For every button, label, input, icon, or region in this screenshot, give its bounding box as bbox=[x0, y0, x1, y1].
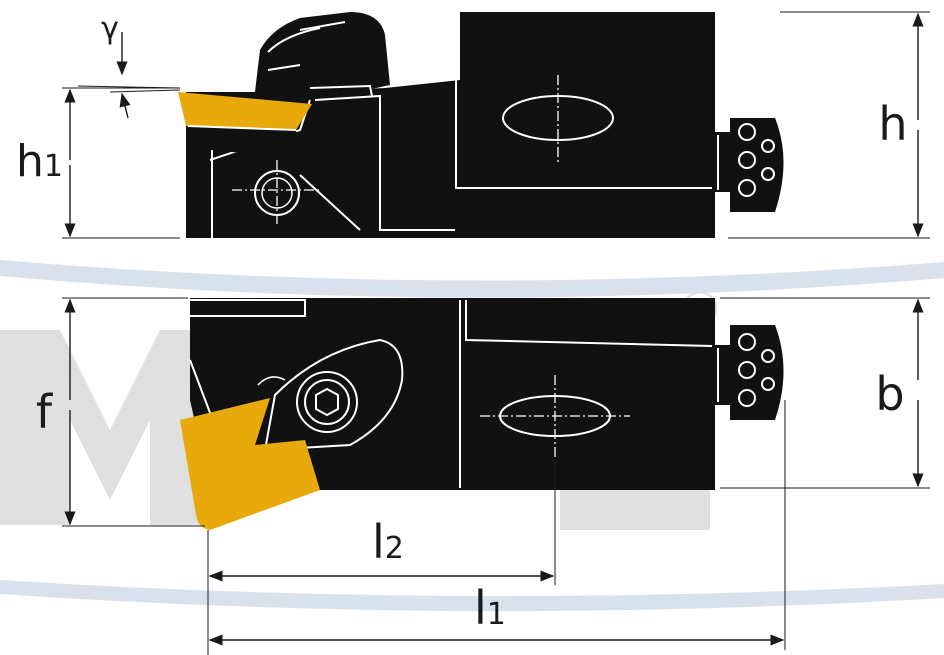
h1-main: h bbox=[16, 136, 44, 187]
top-knob bbox=[730, 325, 784, 420]
dimension-h1: h1 bbox=[16, 87, 180, 239]
side-knob-neck bbox=[712, 132, 732, 192]
dimension-l1: l1 bbox=[208, 400, 786, 650]
side-clamp-head bbox=[255, 12, 390, 100]
f-label: f bbox=[36, 385, 54, 439]
h1-subscript: 1 bbox=[44, 149, 63, 184]
top-knob-neck bbox=[712, 345, 732, 405]
top-body bbox=[190, 298, 715, 525]
top-clamp bbox=[263, 338, 404, 452]
side-knob bbox=[730, 118, 784, 212]
watermark-band-bottom bbox=[0, 580, 944, 612]
dimension-gamma: γ bbox=[77, 11, 181, 119]
l2-subscript: 2 bbox=[385, 531, 404, 566]
side-insert bbox=[178, 92, 312, 130]
dimension-f: f bbox=[36, 297, 205, 527]
dimension-b: b bbox=[720, 297, 930, 489]
side-body bbox=[186, 12, 715, 238]
l2-main: l bbox=[372, 515, 385, 569]
dimension-l2: l2 bbox=[207, 460, 556, 655]
l1-main: l bbox=[474, 581, 487, 635]
h1-label: h1 bbox=[16, 136, 63, 187]
side-view bbox=[178, 12, 784, 238]
watermark-letter-m bbox=[0, 330, 200, 525]
b-label: b bbox=[875, 367, 904, 421]
h-label: h bbox=[878, 97, 907, 151]
dimension-h: h bbox=[728, 11, 930, 239]
watermark-band-top bbox=[0, 260, 944, 298]
top-insert bbox=[180, 398, 320, 530]
l1-subscript: 1 bbox=[487, 597, 506, 632]
top-view bbox=[180, 298, 784, 530]
gamma-label: γ bbox=[101, 11, 119, 46]
top-clamp-screw bbox=[296, 371, 358, 433]
l1-label: l1 bbox=[474, 581, 506, 635]
l2-label: l2 bbox=[372, 515, 404, 569]
